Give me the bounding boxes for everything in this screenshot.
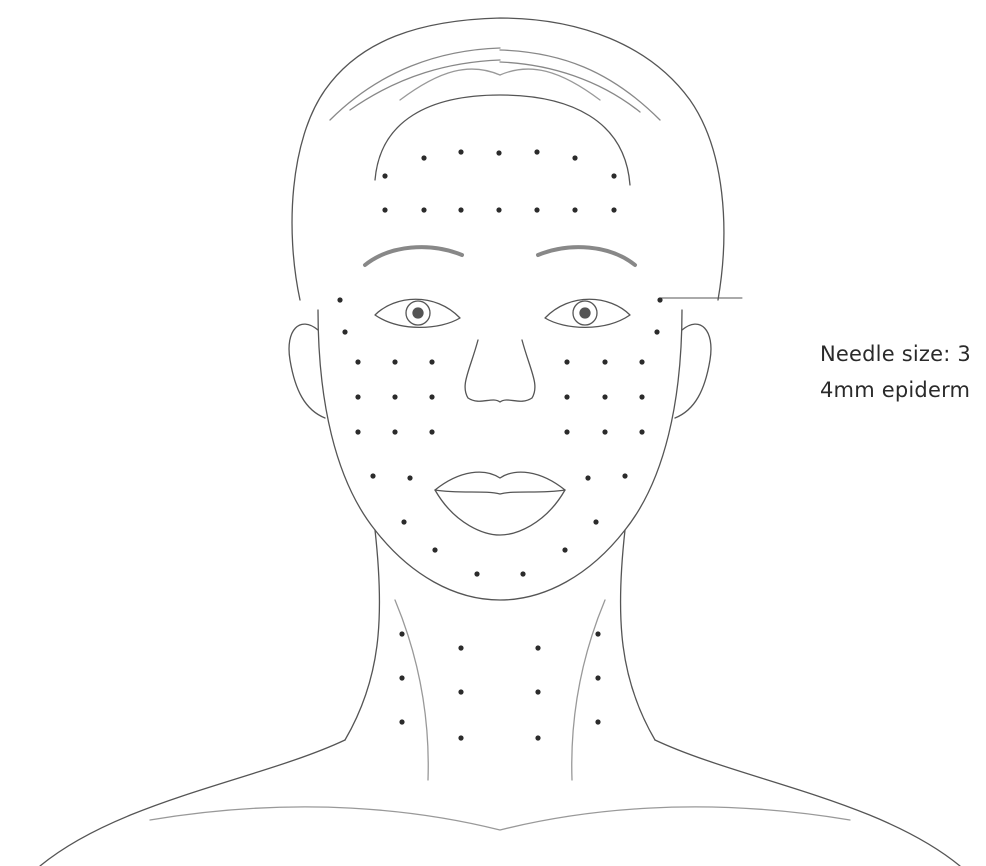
injection-point-dot bbox=[534, 207, 539, 212]
face-outline bbox=[318, 310, 682, 600]
injection-point-dot bbox=[337, 297, 342, 302]
injection-point-dot bbox=[458, 149, 463, 154]
injection-point-dot bbox=[564, 394, 569, 399]
injection-point-dot bbox=[429, 429, 434, 434]
injection-point-dot bbox=[382, 173, 387, 178]
injection-point-dot bbox=[595, 675, 600, 680]
injection-point-dot bbox=[535, 645, 540, 650]
injection-point-dot bbox=[421, 155, 426, 160]
shoulder-left bbox=[40, 740, 345, 866]
injection-point-dot bbox=[355, 429, 360, 434]
neck-muscle bbox=[572, 600, 605, 780]
injection-point-dot bbox=[657, 297, 662, 302]
collarbone bbox=[150, 807, 850, 830]
injection-point-dot bbox=[421, 207, 426, 212]
injection-point-dot bbox=[654, 329, 659, 334]
injection-point-dot bbox=[355, 394, 360, 399]
lower-lip bbox=[435, 490, 565, 535]
left-ear bbox=[289, 324, 325, 418]
injection-point-dot bbox=[534, 149, 539, 154]
injection-point-dot bbox=[535, 689, 540, 694]
injection-point-dot bbox=[585, 475, 590, 480]
right-ear bbox=[675, 324, 711, 418]
injection-point-dot bbox=[382, 207, 387, 212]
injection-point-dot bbox=[401, 519, 406, 524]
injection-point-dot bbox=[564, 359, 569, 364]
needle-annotation: Needle size: 3 4mm epiderm bbox=[820, 336, 971, 408]
left-pupil bbox=[413, 308, 423, 318]
injection-point-dot bbox=[611, 207, 616, 212]
upper-lip bbox=[435, 472, 565, 494]
injection-point-dot bbox=[602, 359, 607, 364]
injection-point-dot bbox=[399, 675, 404, 680]
injection-point-dot bbox=[392, 429, 397, 434]
neck-muscle bbox=[395, 600, 428, 780]
injection-point-dot bbox=[572, 207, 577, 212]
injection-point-markers bbox=[337, 149, 662, 740]
injection-point-dot bbox=[407, 475, 412, 480]
injection-point-dot bbox=[496, 150, 501, 155]
injection-point-dot bbox=[611, 173, 616, 178]
injection-point-dot bbox=[496, 207, 501, 212]
injection-point-dot bbox=[458, 645, 463, 650]
hair-outline bbox=[292, 18, 724, 300]
injection-point-dot bbox=[520, 571, 525, 576]
injection-point-dot bbox=[639, 429, 644, 434]
injection-point-dot bbox=[355, 359, 360, 364]
injection-point-dot bbox=[602, 394, 607, 399]
injection-point-dot bbox=[639, 359, 644, 364]
neck-left bbox=[345, 530, 380, 740]
neck-right bbox=[620, 530, 655, 740]
injection-point-dot bbox=[399, 719, 404, 724]
injection-point-dot bbox=[622, 473, 627, 478]
needle-size-text: Needle size: 3 bbox=[820, 336, 971, 372]
injection-point-dot bbox=[564, 429, 569, 434]
injection-point-dot bbox=[432, 547, 437, 552]
nose bbox=[465, 340, 535, 402]
injection-point-dot bbox=[602, 429, 607, 434]
injection-point-dot bbox=[595, 719, 600, 724]
injection-point-dot bbox=[429, 359, 434, 364]
injection-point-dot bbox=[370, 473, 375, 478]
injection-point-dot bbox=[458, 689, 463, 694]
depth-text: 4mm epiderm bbox=[820, 372, 971, 408]
injection-point-dot bbox=[562, 547, 567, 552]
injection-point-dot bbox=[392, 359, 397, 364]
injection-point-dot bbox=[595, 631, 600, 636]
right-pupil bbox=[580, 308, 590, 318]
left-eyebrow bbox=[365, 247, 462, 265]
injection-point-dot bbox=[429, 394, 434, 399]
injection-point-dot bbox=[474, 571, 479, 576]
shoulder-right bbox=[655, 740, 960, 866]
injection-point-dot bbox=[593, 519, 598, 524]
injection-point-dot bbox=[572, 155, 577, 160]
injection-point-dot bbox=[639, 394, 644, 399]
injection-point-dot bbox=[458, 207, 463, 212]
figure-outline bbox=[40, 18, 960, 866]
injection-point-dot bbox=[535, 735, 540, 740]
injection-point-dot bbox=[342, 329, 347, 334]
injection-point-dot bbox=[399, 631, 404, 636]
injection-point-dot bbox=[392, 394, 397, 399]
right-eyebrow bbox=[538, 247, 635, 265]
injection-point-dot bbox=[458, 735, 463, 740]
hairline bbox=[375, 95, 630, 185]
